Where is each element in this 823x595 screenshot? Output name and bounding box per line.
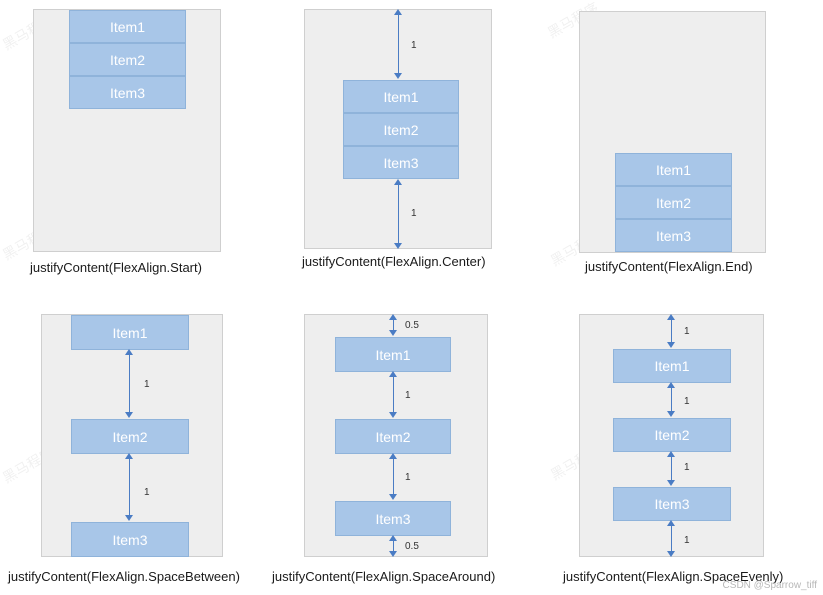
gap-label: 0.5: [405, 541, 419, 552]
gap-arrow: [667, 520, 676, 557]
gap-label: 1: [405, 390, 411, 401]
caption-end: justifyContent(FlexAlign.End): [585, 259, 753, 274]
gap-label: 1: [411, 208, 417, 219]
gap-arrow: [667, 451, 676, 486]
gap-label: 1: [684, 326, 690, 337]
flex-item: Item2: [343, 113, 459, 146]
gap-arrow: [125, 453, 134, 521]
flex-item: Item3: [343, 146, 459, 179]
gap-arrow: [125, 349, 134, 418]
gap-arrow: [389, 371, 398, 418]
flex-item: Item1: [615, 153, 732, 186]
flex-item: Item1: [343, 80, 459, 113]
gap-label: 1: [405, 472, 411, 483]
flex-item: Item2: [615, 186, 732, 219]
gap-label: 1: [144, 487, 150, 498]
flex-item: Item3: [335, 501, 451, 536]
caption-start: justifyContent(FlexAlign.Start): [30, 260, 202, 275]
gap-arrow: [394, 179, 403, 249]
panel-space-around: Item1 Item2 Item3: [304, 314, 488, 557]
flex-item: Item2: [69, 43, 186, 76]
gap-arrow: [394, 9, 403, 79]
gap-arrow: [667, 382, 676, 417]
gap-arrow: [389, 453, 398, 500]
caption-space-between: justifyContent(FlexAlign.SpaceBetween): [8, 569, 240, 584]
panel-space-evenly: Item1 Item2 Item3: [579, 314, 764, 557]
flex-item: Item3: [615, 219, 732, 252]
flex-item: Item1: [71, 315, 189, 350]
flex-item: Item3: [69, 76, 186, 109]
flex-item: Item1: [69, 10, 186, 43]
gap-label: 0.5: [405, 320, 419, 331]
flex-item: Item3: [613, 487, 731, 521]
gap-arrow: [389, 535, 398, 557]
gap-label: 1: [684, 462, 690, 473]
caption-center: justifyContent(FlexAlign.Center): [302, 254, 486, 269]
gap-label: 1: [684, 535, 690, 546]
source-watermark: CSDN @Sparrow_tiff: [722, 580, 817, 591]
gap-arrow: [667, 314, 676, 348]
gap-arrow: [389, 314, 398, 336]
flex-item: Item2: [71, 419, 189, 454]
panel-end: Item1 Item2 Item3: [579, 11, 766, 253]
gap-label: 1: [144, 379, 150, 390]
flex-item: Item2: [613, 418, 731, 452]
flex-item: Item2: [335, 419, 451, 454]
flex-item: Item1: [613, 349, 731, 383]
flex-item: Item1: [335, 337, 451, 372]
flex-item: Item3: [71, 522, 189, 557]
caption-space-evenly: justifyContent(FlexAlign.SpaceEvenly): [563, 569, 784, 584]
gap-label: 1: [411, 40, 417, 51]
gap-label: 1: [684, 396, 690, 407]
panel-start: Item1 Item2 Item3: [33, 9, 221, 252]
caption-space-around: justifyContent(FlexAlign.SpaceAround): [272, 569, 496, 584]
